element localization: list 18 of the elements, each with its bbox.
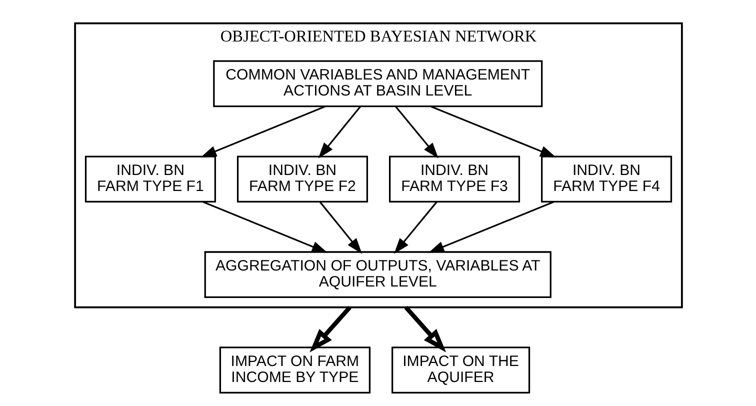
arrow [200, 106, 325, 158]
arrow [309, 306, 351, 352]
node-box: INDIV. BN FARM TYPE F3 [388, 156, 520, 203]
arrow [318, 201, 362, 254]
arrow [430, 106, 556, 158]
node-box: INDIV. BN FARM TYPE F1 [84, 156, 216, 203]
arrow [394, 106, 438, 158]
node-box: INDIV. BN FARM TYPE F2 [236, 156, 368, 203]
node-box: IMPACT ON THE AQUIFER [391, 346, 530, 394]
node-box: INDIV. BN FARM TYPE F4 [540, 156, 672, 203]
arrow [318, 106, 361, 158]
arrow [202, 201, 328, 253]
arrow [393, 201, 437, 254]
arrow [428, 201, 554, 253]
node-box: COMMON VARIABLES AND MANAGEMENT ACTIONS AT BASIN LEVEL [212, 60, 542, 108]
arrow [404, 306, 446, 352]
node-box: AGGREGATION OF OUTPUTS, VARIABLES AT AQUIFER LEVEL [204, 251, 551, 298]
node-box: IMPACT ON FARM INCOME BY TYPE [218, 346, 370, 394]
